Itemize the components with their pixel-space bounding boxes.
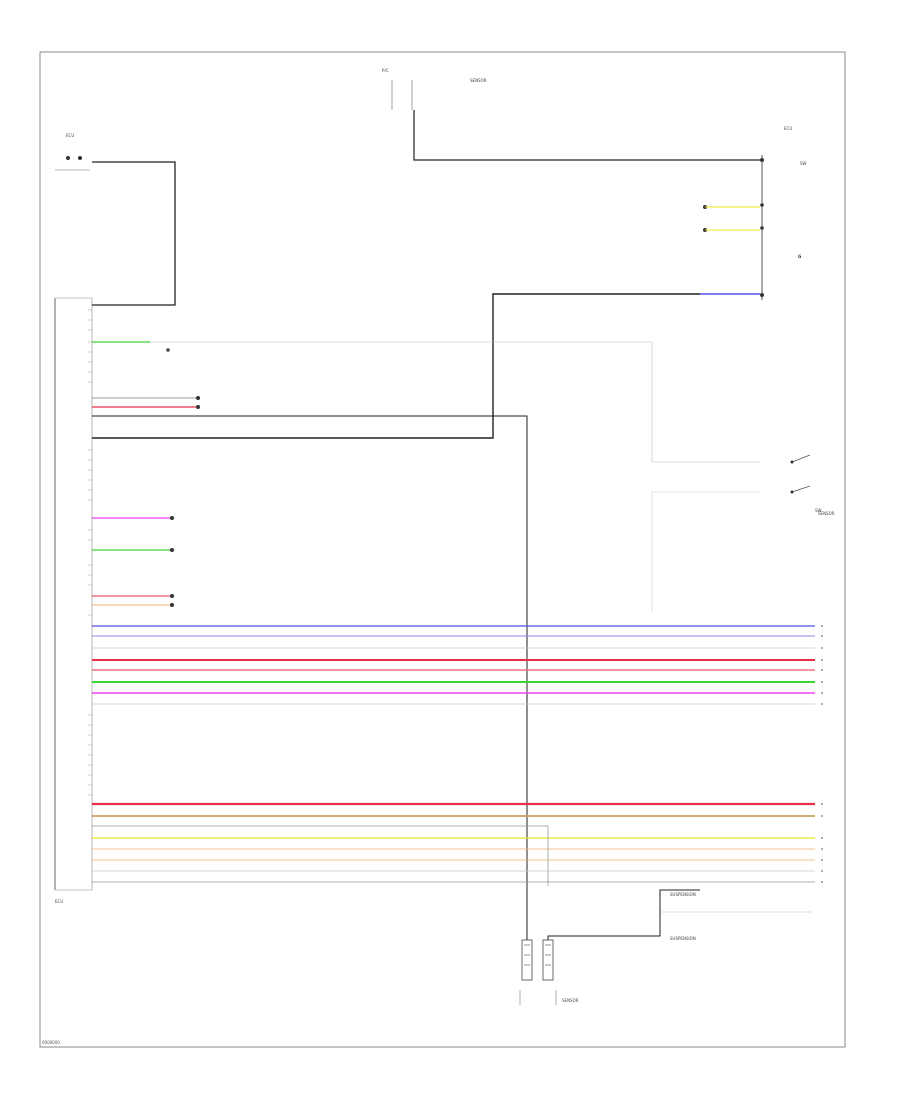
wire-top-left-loop [92,161,176,306]
dot-550 [170,548,174,552]
dot-407 [196,405,200,409]
bus-right-terminals [821,625,823,883]
dot-596 [170,594,174,598]
right-pin-box-label: SW [800,161,807,166]
top-component-label: SENSOR [470,78,487,83]
suspension-fl-label: SUSPENSION [670,892,696,897]
wire-bottom-right [547,889,700,940]
ground-label: G [798,254,801,259]
top-connector-label: P/C [382,68,389,73]
wire-black-416 [92,415,528,940]
right-lower-component-label: SENSOR [818,511,835,516]
dot-398 [196,396,200,400]
mid-connector-label: SW [815,508,822,513]
wire-gray-vertical [651,491,760,612]
suspension-fr-label: SUSPENSION [670,936,696,941]
dot-605 [170,603,174,607]
wire-top-connector [413,110,760,161]
ecu-bottom-label: ECU [55,899,63,904]
bottom-connector: SENSOR [519,939,579,1005]
bottom-component-label: SENSOR [562,998,579,1003]
ecu-pin-ticks [88,309,92,796]
bus-wires-upper [92,625,815,705]
diagram-frame [39,51,846,1048]
right-component-label: ECU [784,126,792,131]
right-component: ECU SW G [760,126,807,300]
top-connector-block: P/C SENSOR [382,68,487,110]
junction-1 [166,348,170,352]
right-switch: SW [790,454,822,513]
bus-wires-lower [92,802,815,883]
wire-gray-route [640,341,760,463]
dot-518 [170,516,174,520]
ecu-top-label: ECU [66,133,74,138]
wire-ecu-to-right [92,293,700,439]
top-left-module: ECU [55,133,90,171]
footer-code: 0000000 [42,1040,60,1045]
